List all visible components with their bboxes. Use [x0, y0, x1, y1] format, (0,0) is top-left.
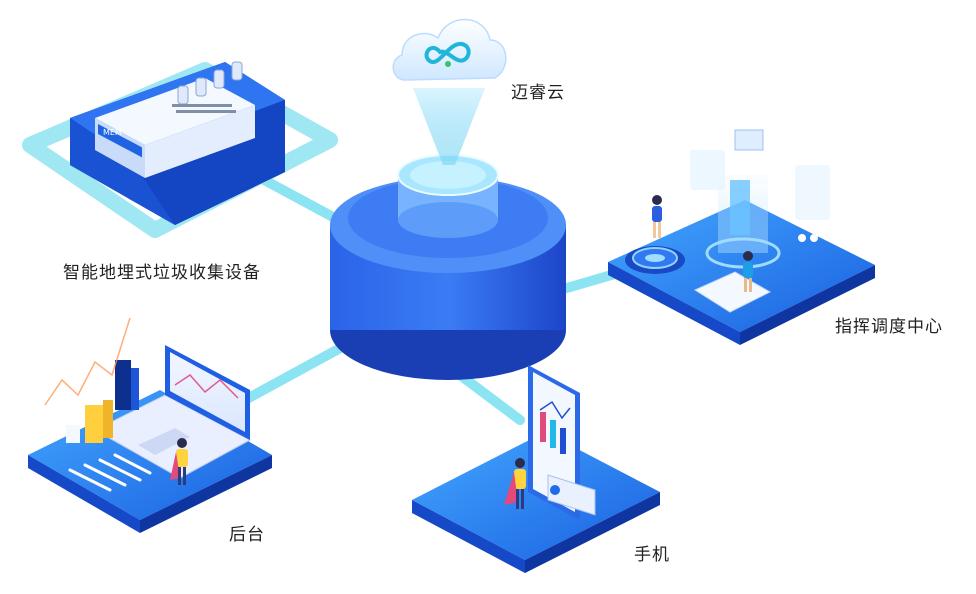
backend-platform: [28, 317, 272, 533]
dispatch-platform: [608, 129, 875, 345]
label-device: 智能地埋式垃圾收集设备: [63, 263, 261, 283]
label-dispatch: 指挥调度中心: [835, 317, 943, 337]
person-icon: [504, 458, 526, 509]
infinity-logo-icon: [424, 41, 471, 67]
cloud-node: [392, 18, 507, 81]
label-backend: 后台: [229, 525, 265, 545]
person-icon: [170, 438, 188, 485]
device-platform: MEM: [22, 61, 338, 238]
person-icon: [743, 251, 753, 292]
device-badge: MEM: [103, 128, 122, 137]
label-cloud: 迈睿云: [511, 83, 565, 103]
cloud-beam: [413, 88, 485, 165]
central-hub: [330, 154, 566, 380]
person-icon: [652, 195, 662, 238]
phone-platform: [412, 365, 660, 573]
label-phone: 手机: [634, 545, 670, 565]
